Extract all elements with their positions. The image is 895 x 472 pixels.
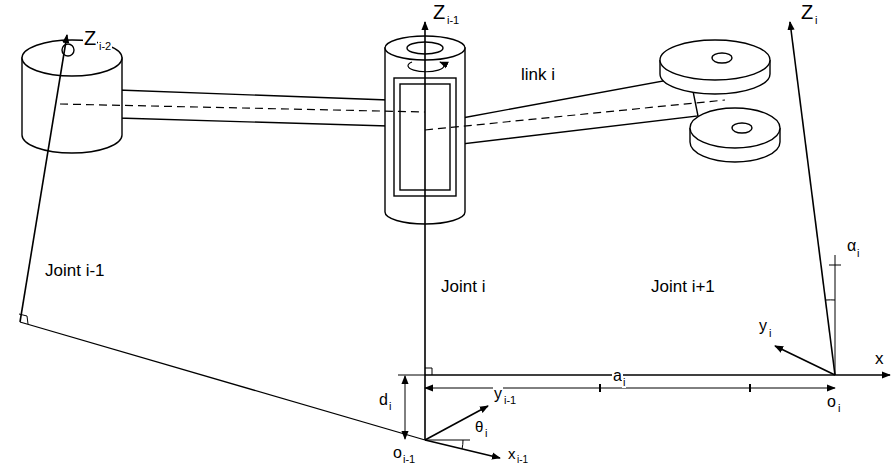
link-centerline [60, 104, 425, 112]
subscript: i [388, 401, 392, 412]
link-name: link i [520, 66, 556, 83]
angle-name: θ [474, 419, 484, 434]
y-axis [775, 346, 835, 375]
subscript: i [837, 403, 841, 414]
subscript: i [856, 248, 860, 259]
angle-arc [826, 299, 835, 300]
common-normal [20, 322, 425, 440]
z-axis [424, 22, 426, 440]
joint-hole [712, 53, 732, 63]
subscript: i-1 [402, 454, 416, 465]
joint-hole [732, 123, 752, 133]
subscript: i-1 [446, 15, 460, 26]
link-bar [462, 76, 698, 144]
tick [829, 265, 841, 266]
subscript: i [814, 15, 818, 26]
angle-arc [462, 440, 463, 449]
joint-name: Joint i+1 [650, 278, 716, 295]
x-axis [425, 374, 890, 376]
vertical-reference [835, 255, 836, 375]
extension-line [398, 375, 425, 376]
links-and-joints [22, 36, 780, 224]
dimension-line [405, 376, 406, 439]
subscript: i-1 [503, 395, 517, 406]
subscript: i [484, 428, 488, 439]
joint-cylinder-top [22, 40, 122, 76]
axis-name: Z [432, 2, 446, 22]
dimension-line [425, 388, 835, 389]
axis-name: Z [83, 28, 97, 48]
axis-name: y [493, 386, 503, 402]
axis-name: Z [800, 2, 814, 22]
joint-name: Joint i-1 [44, 262, 106, 279]
link-centerline [425, 100, 725, 130]
right-angle-mark [19, 314, 28, 324]
subscript: i-2 [98, 41, 112, 52]
origin-name: o [826, 394, 837, 410]
joint-name: Joint i [440, 278, 486, 295]
subscript: i [768, 328, 772, 339]
axis-name: y [758, 318, 768, 334]
axis-name: x [874, 350, 885, 367]
subscript: i [622, 377, 626, 388]
x-axis [425, 440, 500, 458]
right-angle-mark [425, 368, 432, 375]
rotation-arrow [408, 62, 444, 72]
link-bar [118, 90, 388, 126]
center-lines [60, 100, 725, 130]
axes [19, 22, 890, 458]
subscript: i-1 [516, 455, 529, 465]
clevis-disc-top [660, 40, 770, 80]
clevis-disc-top [690, 108, 780, 148]
y-axis [425, 406, 488, 440]
z-axis [790, 22, 835, 375]
